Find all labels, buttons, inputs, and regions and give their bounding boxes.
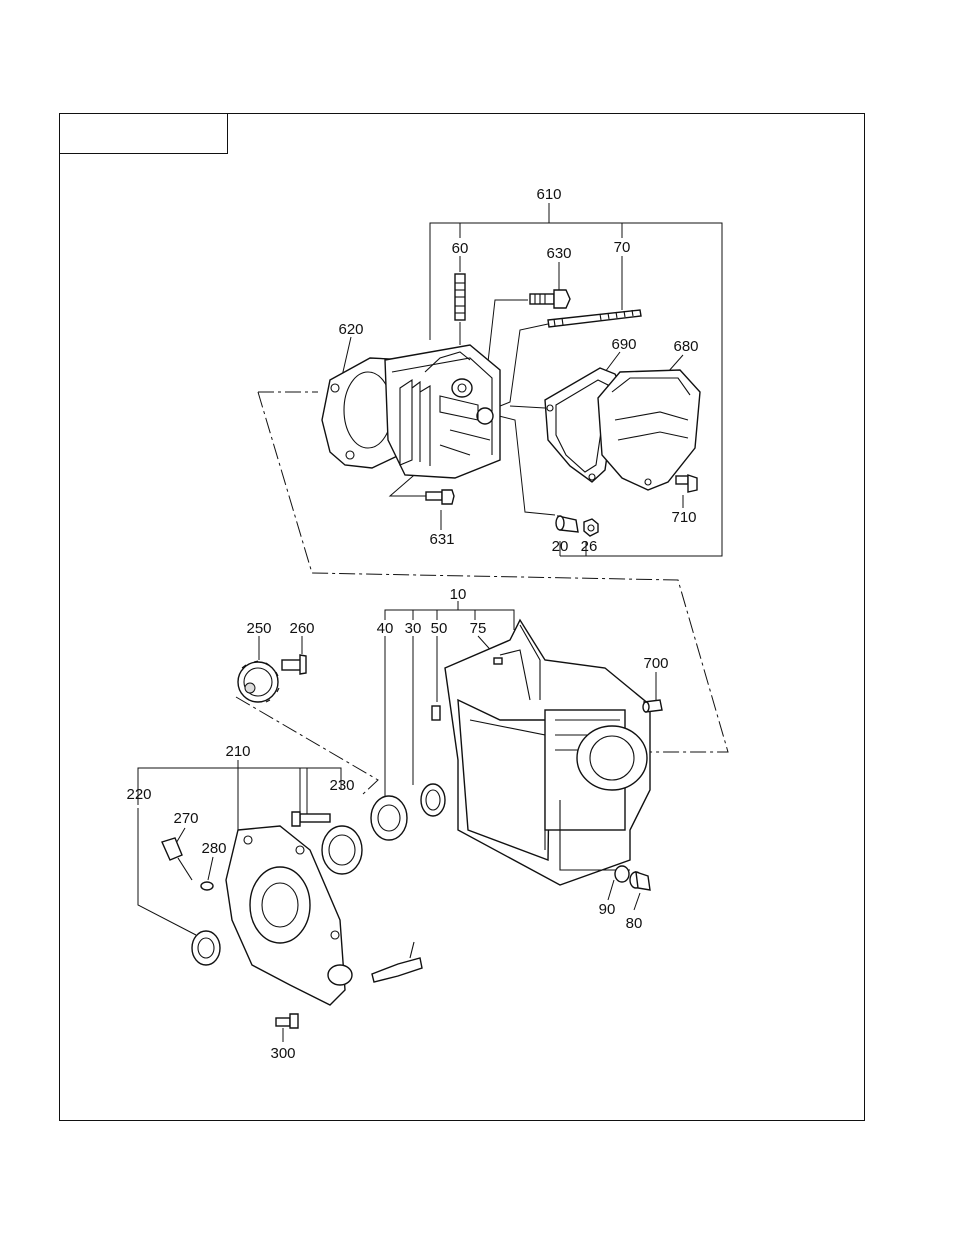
label-30: 30 (405, 620, 422, 637)
oring-280 (201, 882, 213, 890)
oil-seal-220 (192, 931, 220, 965)
crankcase-10 (445, 620, 650, 885)
bolt-70 (548, 310, 641, 327)
label-20: 20 (552, 538, 569, 555)
oil-sensor (372, 942, 422, 982)
washer-90 (615, 866, 629, 882)
label-70: 70 (614, 239, 631, 256)
label-280: 280 (201, 840, 226, 857)
label-230: 230 (329, 777, 354, 794)
label-90: 90 (599, 901, 616, 918)
dipstick-270 (162, 838, 192, 880)
label-300: 300 (270, 1045, 295, 1062)
bolt-260 (282, 655, 306, 674)
label-610: 610 (536, 186, 561, 203)
plug-700 (643, 700, 662, 712)
label-60: 60 (452, 240, 469, 257)
label-631: 631 (429, 531, 454, 548)
head-cover-680 (598, 370, 700, 490)
bolt-300 (276, 1014, 298, 1028)
bolt-630 (530, 290, 570, 308)
label-26: 26 (581, 538, 598, 555)
label-220: 220 (126, 786, 151, 803)
bolt-710 (676, 475, 697, 492)
label-620: 620 (338, 321, 363, 338)
label-690: 690 (611, 336, 636, 353)
plug-75 (494, 658, 502, 664)
label-210: 210 (225, 743, 250, 760)
label-270: 270 (173, 810, 198, 827)
label-10: 10 (450, 586, 467, 603)
label-50: 50 (431, 620, 448, 637)
label-680: 680 (673, 338, 698, 355)
label-75: 75 (470, 620, 487, 637)
bolt-631 (426, 490, 454, 504)
bearing-40 (371, 796, 407, 840)
stud-60 (455, 274, 465, 320)
label-710: 710 (671, 509, 696, 526)
drain-plug-80 (630, 872, 650, 890)
bearing-230 (322, 826, 362, 874)
dowel-50 (432, 706, 440, 720)
gear-250 (238, 661, 279, 702)
label-260: 260 (289, 620, 314, 637)
oil-seal-30 (421, 784, 445, 816)
label-80: 80 (626, 915, 643, 932)
pin-20 (556, 516, 578, 532)
label-700: 700 (643, 655, 668, 672)
bolt-crankcase-cover (292, 812, 330, 826)
label-630: 630 (546, 245, 571, 262)
label-40: 40 (377, 620, 394, 637)
nut-26 (584, 519, 598, 536)
cylinder-head (385, 345, 500, 478)
label-250: 250 (246, 620, 271, 637)
